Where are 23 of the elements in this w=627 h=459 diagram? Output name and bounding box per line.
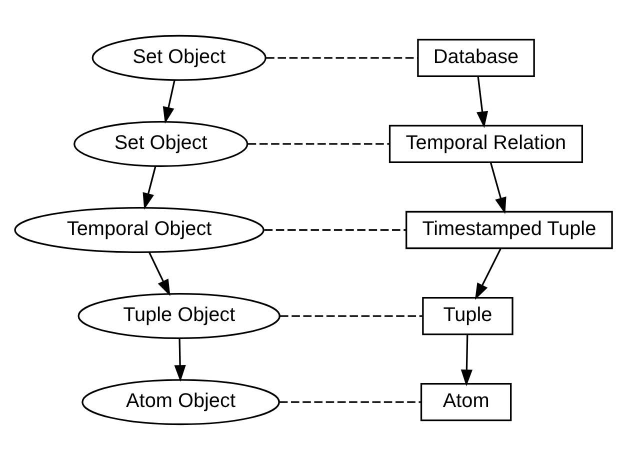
node-box: Timestamped Tuple — [406, 210, 613, 249]
node-ellipse: Temporal Object — [14, 206, 264, 252]
arrow — [148, 252, 170, 296]
node-box: Atom — [420, 382, 512, 421]
arrow — [174, 338, 186, 382]
connector — [266, 56, 418, 58]
arrow — [460, 334, 473, 386]
connector — [248, 142, 390, 144]
connector — [280, 314, 422, 316]
node-ellipse: Tuple Object — [78, 292, 280, 339]
arrow — [474, 248, 502, 300]
node-box: Database — [417, 38, 535, 76]
node-ellipse: Set Object — [92, 34, 266, 80]
arrow — [490, 162, 506, 214]
node-ellipse: Set Object — [74, 120, 248, 166]
arrow — [162, 80, 176, 124]
connector — [264, 228, 406, 230]
node-box: Temporal Relation — [388, 124, 583, 163]
node-box: Tuple — [422, 296, 514, 335]
arrow — [476, 76, 488, 128]
connector — [279, 400, 421, 402]
arrow — [142, 166, 156, 210]
node-ellipse: Atom Object — [82, 378, 280, 425]
